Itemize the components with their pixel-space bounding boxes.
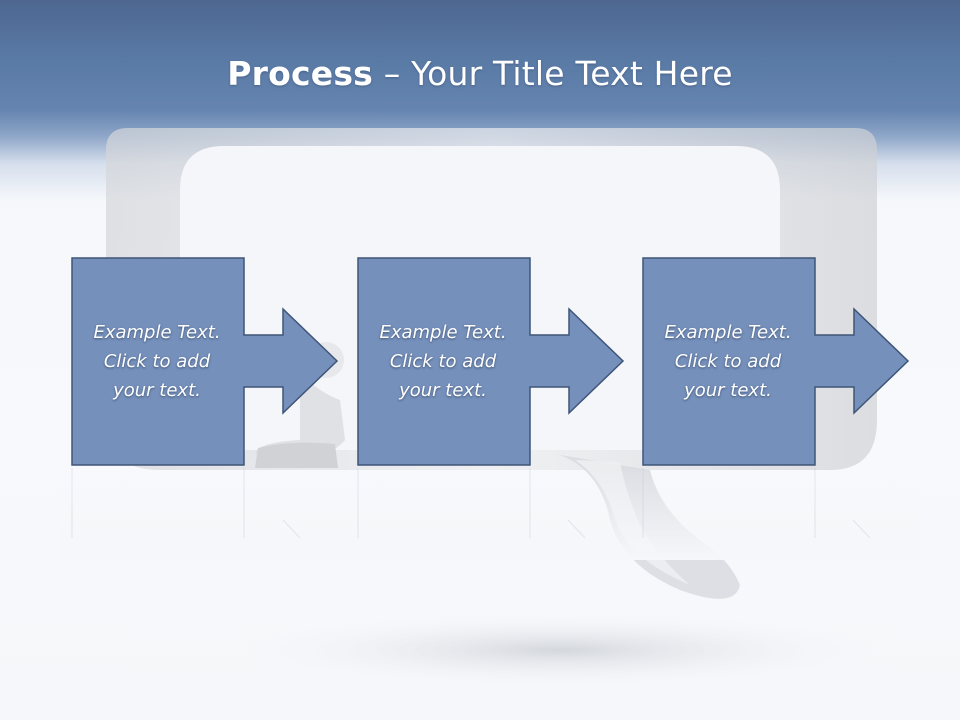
process-step-3[interactable]: Example Text. Click to add your text. [642,257,910,467]
step-2-arrow-box [357,257,625,466]
step-1-arrow-box [71,257,339,466]
process-step-2[interactable]: Example Text. Click to add your text. [357,257,625,467]
steps-reflection [71,468,871,539]
step-1-text[interactable]: Example Text. Click to add your text. [93,321,221,401]
process-step-1[interactable]: Example Text. Click to add your text. [71,257,339,467]
step-3-arrow-box [642,257,910,466]
title-rest-part: – Your Title Text Here [373,54,733,93]
step-2-text[interactable]: Example Text. Click to add your text. [379,321,507,401]
slide-title[interactable]: Process – Your Title Text Here [0,52,960,96]
floor-shadow [230,612,890,688]
title-bold-part: Process [227,54,374,93]
step-3-text[interactable]: Example Text. Click to add your text. [664,321,792,401]
